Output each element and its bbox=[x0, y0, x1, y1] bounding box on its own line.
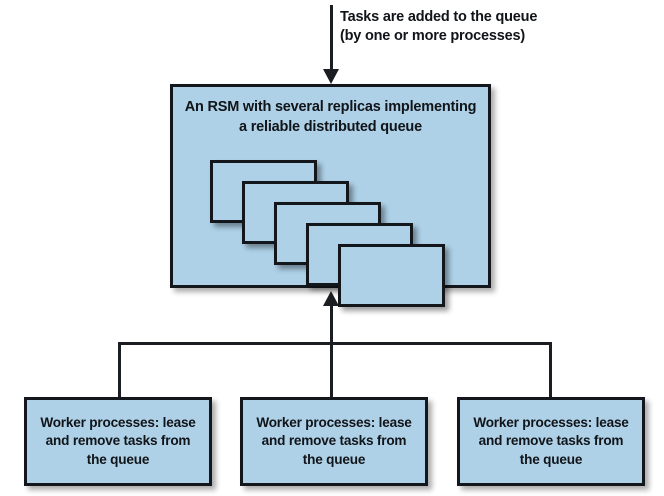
worker-box-3[interactable]: Worker processes: lease and remove tasks… bbox=[457, 397, 645, 486]
worker-box-2[interactable]: Worker processes: lease and remove tasks… bbox=[240, 397, 428, 486]
worker-box-3-label: Worker processes: lease and remove tasks… bbox=[473, 414, 629, 467]
inbound-arrow-shaft bbox=[330, 5, 333, 71]
worker-connector-3 bbox=[549, 342, 552, 398]
worker-connector-2 bbox=[330, 342, 333, 398]
inbound-arrow-head-icon bbox=[323, 69, 339, 84]
worker-bus-line bbox=[118, 342, 552, 345]
worker-box-1[interactable]: Worker processes: lease and remove tasks… bbox=[24, 397, 212, 486]
worker-connector-1 bbox=[118, 342, 121, 398]
worker-box-1-label: Worker processes: lease and remove tasks… bbox=[40, 414, 196, 467]
outbound-arrow-shaft bbox=[330, 305, 333, 344]
outbound-arrow-head-icon bbox=[323, 291, 339, 306]
top-annotation-text: Tasks are added to the queue (by one or … bbox=[340, 9, 538, 44]
worker-box-2-label: Worker processes: lease and remove tasks… bbox=[256, 414, 412, 467]
rsm-title: An RSM with several replicas implementin… bbox=[184, 99, 477, 135]
rsm-box[interactable]: An RSM with several replicas implementin… bbox=[170, 84, 491, 307]
replica-card-5[interactable] bbox=[338, 244, 445, 307]
